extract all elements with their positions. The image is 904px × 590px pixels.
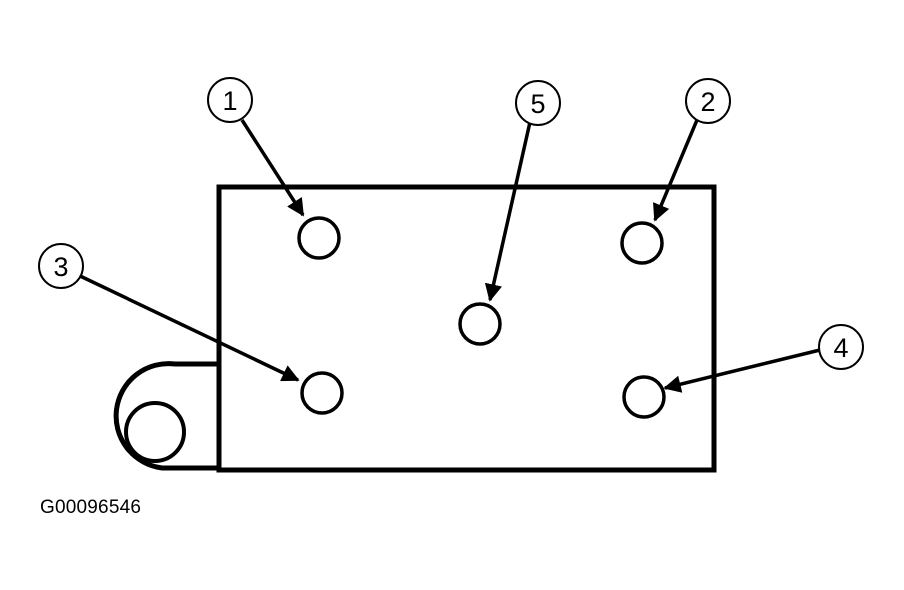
callout-label: 5 — [530, 89, 545, 119]
bolt-center — [458, 302, 502, 346]
bolt-lower-left — [300, 371, 344, 415]
bolt-upper-right — [620, 221, 664, 265]
callout-label: 3 — [53, 252, 68, 282]
leader-arrow-4 — [663, 348, 821, 393]
pivot-bolt-hole — [124, 401, 186, 463]
figure-id: G00096546 — [40, 497, 142, 518]
callout-3: 3 — [38, 243, 84, 289]
callout-label: 2 — [700, 87, 715, 117]
leader-arrow-2 — [653, 119, 699, 222]
bolt-lower-right — [622, 375, 666, 419]
callout-4: 4 — [818, 324, 864, 370]
callout-5: 5 — [515, 80, 561, 126]
leader-arrow-5 — [484, 121, 532, 302]
bolt-upper-left — [297, 216, 341, 260]
side-mounting-tab — [113, 361, 219, 471]
callout-label: 1 — [222, 86, 237, 116]
callout-2: 2 — [685, 78, 731, 124]
callout-label: 4 — [833, 333, 848, 363]
leader-arrow-3 — [77, 273, 300, 382]
callout-1: 1 — [207, 77, 253, 123]
leader-arrow-1 — [240, 119, 305, 217]
mounting-plate — [216, 184, 717, 473]
